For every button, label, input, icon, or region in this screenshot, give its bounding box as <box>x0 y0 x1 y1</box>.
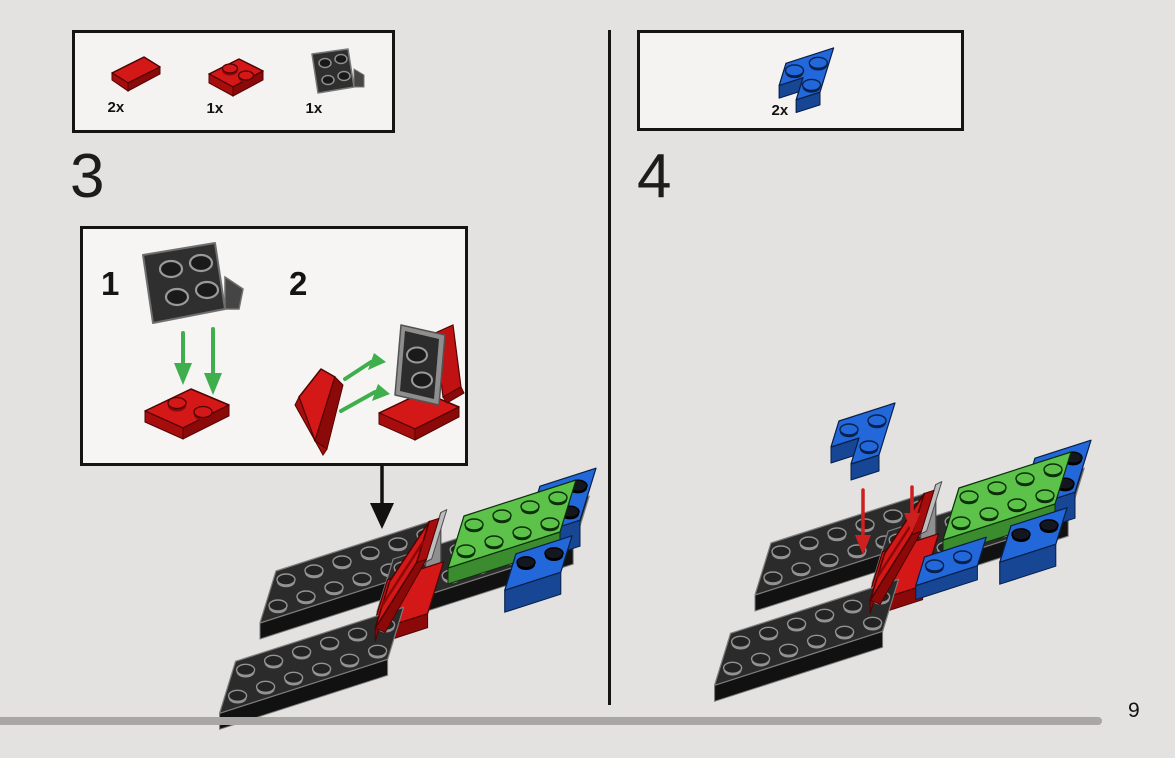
substep-2-label: 2 <box>289 265 307 302</box>
blue-corner-plate-icon <box>778 47 834 113</box>
step-4-number: 4 <box>637 142 672 211</box>
part-count: 2x <box>107 99 125 116</box>
parts-box-step3: 2x 1x 1x <box>72 30 395 133</box>
bracket-piece-illustration <box>142 242 244 324</box>
assembly-step3-illustration <box>218 467 597 730</box>
down-arrow-icon <box>174 327 222 395</box>
part-black-bracket: 1x <box>300 46 366 117</box>
red-plate-icon <box>207 58 264 97</box>
part-red-slope: 2x <box>102 47 168 116</box>
diagonal-arrow-icon <box>339 353 390 413</box>
substep-diagram: 1 2 <box>101 242 465 456</box>
part-blue-corner-plate: 2x <box>766 42 836 119</box>
footer-bar <box>0 717 1102 725</box>
substep-1-label: 1 <box>101 265 119 302</box>
page-number: 9 <box>1128 699 1140 722</box>
red-slope-icon <box>110 56 161 92</box>
column-divider <box>608 30 611 705</box>
red-slope-illustration <box>294 368 344 456</box>
part-count: 2x <box>771 102 789 119</box>
seat-assembly-illustration <box>378 324 465 441</box>
red-plate-illustration <box>144 388 230 440</box>
step-3-number: 3 <box>70 142 105 211</box>
part-count: 1x <box>305 100 323 117</box>
assembly-step4-illustration <box>714 402 1092 702</box>
black-bracket-icon <box>310 48 364 94</box>
callout-arrow-icon <box>370 465 394 529</box>
parts-box-step4: 2x <box>637 30 964 131</box>
part-red-plate: 1x <box>201 46 267 117</box>
part-count: 1x <box>206 100 224 117</box>
substep-diagram-box: 1 2 <box>80 226 468 466</box>
